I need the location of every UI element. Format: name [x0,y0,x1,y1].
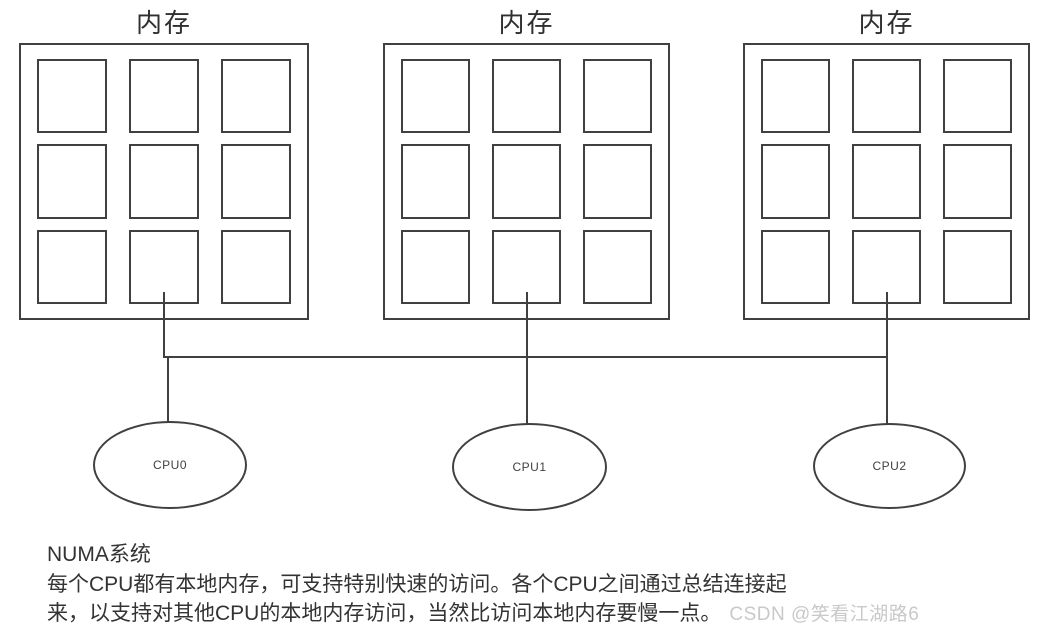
memory-title: 内存 [135,8,192,38]
memory-box [743,43,1030,320]
memory-cell [401,59,470,134]
memory-cell [761,59,830,134]
csdn-watermark: CSDN @笑看江湖路6 [729,604,920,625]
memory-cell [221,59,291,134]
memory-cell [37,144,107,219]
memory-cell [221,144,291,219]
cpu0-node: CPU0 [93,421,247,509]
memory-cell [129,59,199,134]
memory-unit-2: 内存 [743,6,1030,320]
cpu1-node: CPU1 [452,423,607,511]
memory-cell [492,144,561,219]
memory-cell [761,144,830,219]
cpu2-node: CPU2 [813,423,966,509]
memory-cell [37,229,107,304]
memory-cell [852,229,921,304]
memory-title: 内存 [498,8,555,38]
caption-block: NUMA系统 每个CPU都有本地内存，可支持特别快速的访问。各个CPU之间通过总… [47,540,919,630]
memory-box [19,43,309,320]
memory-unit-1: 内存 [383,6,670,320]
memory-cell [852,59,921,134]
memory-cell [129,229,199,304]
memory-cell [943,59,1012,134]
cpu1-label: CPU1 [512,460,547,474]
memory-unit-0: 内存 [19,6,309,320]
memory-cell [492,229,561,304]
memory-cell [129,144,199,219]
memory-cell [401,144,470,219]
memory-cell [37,59,107,134]
memory-cell [943,144,1012,219]
memory-cell [852,144,921,219]
cpu2-label: CPU2 [872,459,907,473]
caption-line3: 来，以支持对其他CPU的本地内存访问，当然比访问本地内存要慢一点。 CSDN @笑… [47,599,919,630]
memory-title: 内存 [858,8,915,38]
caption-title: NUMA系统 [47,543,151,566]
memory-box [383,43,670,320]
memory-cell [761,229,830,304]
memory-cell [583,59,652,134]
memory-cell [583,144,652,219]
memory-cell [221,229,291,304]
caption-line2: 每个CPU都有本地内存，可支持特别快速的访问。各个CPU之间通过总结连接起 [47,572,787,596]
memory-cell [583,229,652,304]
cpu0-label: CPU0 [152,458,187,472]
memory-cell [401,229,470,304]
memory-cell [943,229,1012,304]
memory-cell [492,59,561,134]
caption-line3-text: 来，以支持对其他CPU的本地内存访问，当然比访问本地内存要慢一点。 [47,602,722,625]
